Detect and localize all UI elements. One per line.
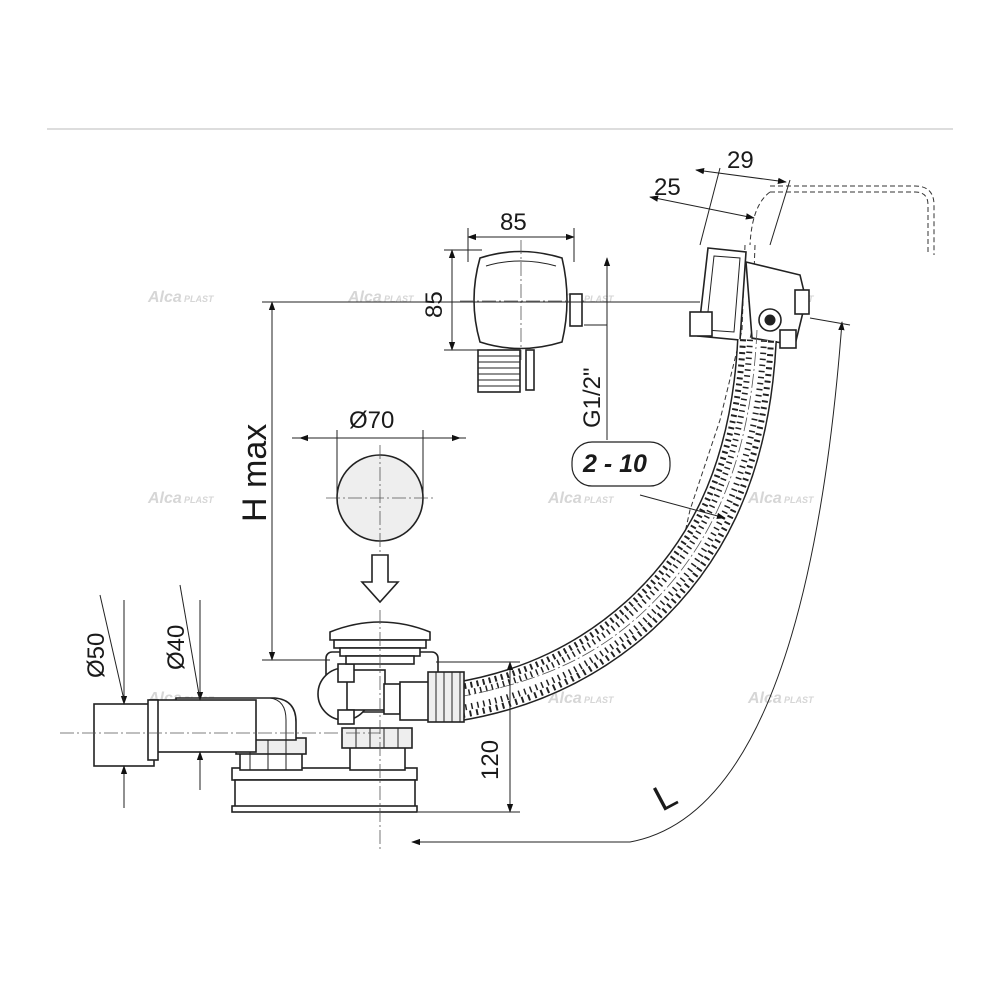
svg-text:Alca: Alca — [547, 490, 582, 507]
svg-text:Alca: Alca — [147, 289, 182, 306]
svg-text:2 - 10: 2 - 10 — [582, 450, 647, 478]
svg-text:PLAST: PLAST — [184, 294, 215, 304]
range-2-10-badge: 2 - 10 — [571, 441, 671, 487]
svg-text:PLAST: PLAST — [384, 294, 415, 304]
diam-70-label: Ø70 — [349, 407, 394, 434]
dimension-lines — [99, 167, 851, 846]
drain-cover-view — [326, 445, 434, 604]
h-max-label: H max — [236, 424, 274, 522]
watermark: Alca PLAST — [747, 490, 815, 507]
svg-text:Alca: Alca — [147, 490, 182, 507]
dim-29-label: 29 — [727, 147, 754, 174]
watermark: Alca PLAST — [547, 490, 615, 507]
watermark: Alca PLAST — [147, 490, 215, 507]
diam-50-label: Ø50 — [83, 633, 110, 678]
svg-text:Alca: Alca — [347, 289, 382, 306]
outlet-pipe-40 — [149, 699, 257, 753]
hose-connector — [399, 681, 431, 721]
svg-text:PLAST: PLAST — [184, 495, 215, 505]
svg-text:PLAST: PLAST — [784, 695, 815, 705]
svg-text:PLAST: PLAST — [584, 495, 615, 505]
svg-text:PLAST: PLAST — [584, 294, 615, 304]
svg-text:Alca: Alca — [747, 690, 782, 707]
dim-85-height-label: 85 — [421, 291, 448, 318]
dim-120-label: 120 — [477, 740, 504, 780]
siphon-trap — [60, 697, 418, 813]
down-arrow-icon — [360, 554, 400, 604]
watermark: Alca PLAST — [347, 289, 415, 306]
length-l-label: L — [647, 773, 684, 819]
bath-rim-dashed — [770, 191, 929, 255]
diam-40-label: Ø40 — [163, 625, 190, 670]
thread-g12-label: G1/2" — [579, 367, 606, 428]
valve-housing — [473, 250, 568, 350]
dim-85-width-label: 85 — [500, 209, 527, 236]
svg-text:PLAST: PLAST — [784, 495, 815, 505]
svg-text:PLAST: PLAST — [584, 695, 615, 705]
dim-25-label: 25 — [654, 174, 681, 201]
outlet-pipe-50 — [93, 703, 155, 767]
watermark: Alca PLAST — [747, 690, 815, 707]
valve-control-box — [460, 240, 585, 393]
watermark: Alca PLAST — [147, 289, 215, 306]
svg-text:Alca: Alca — [747, 490, 782, 507]
